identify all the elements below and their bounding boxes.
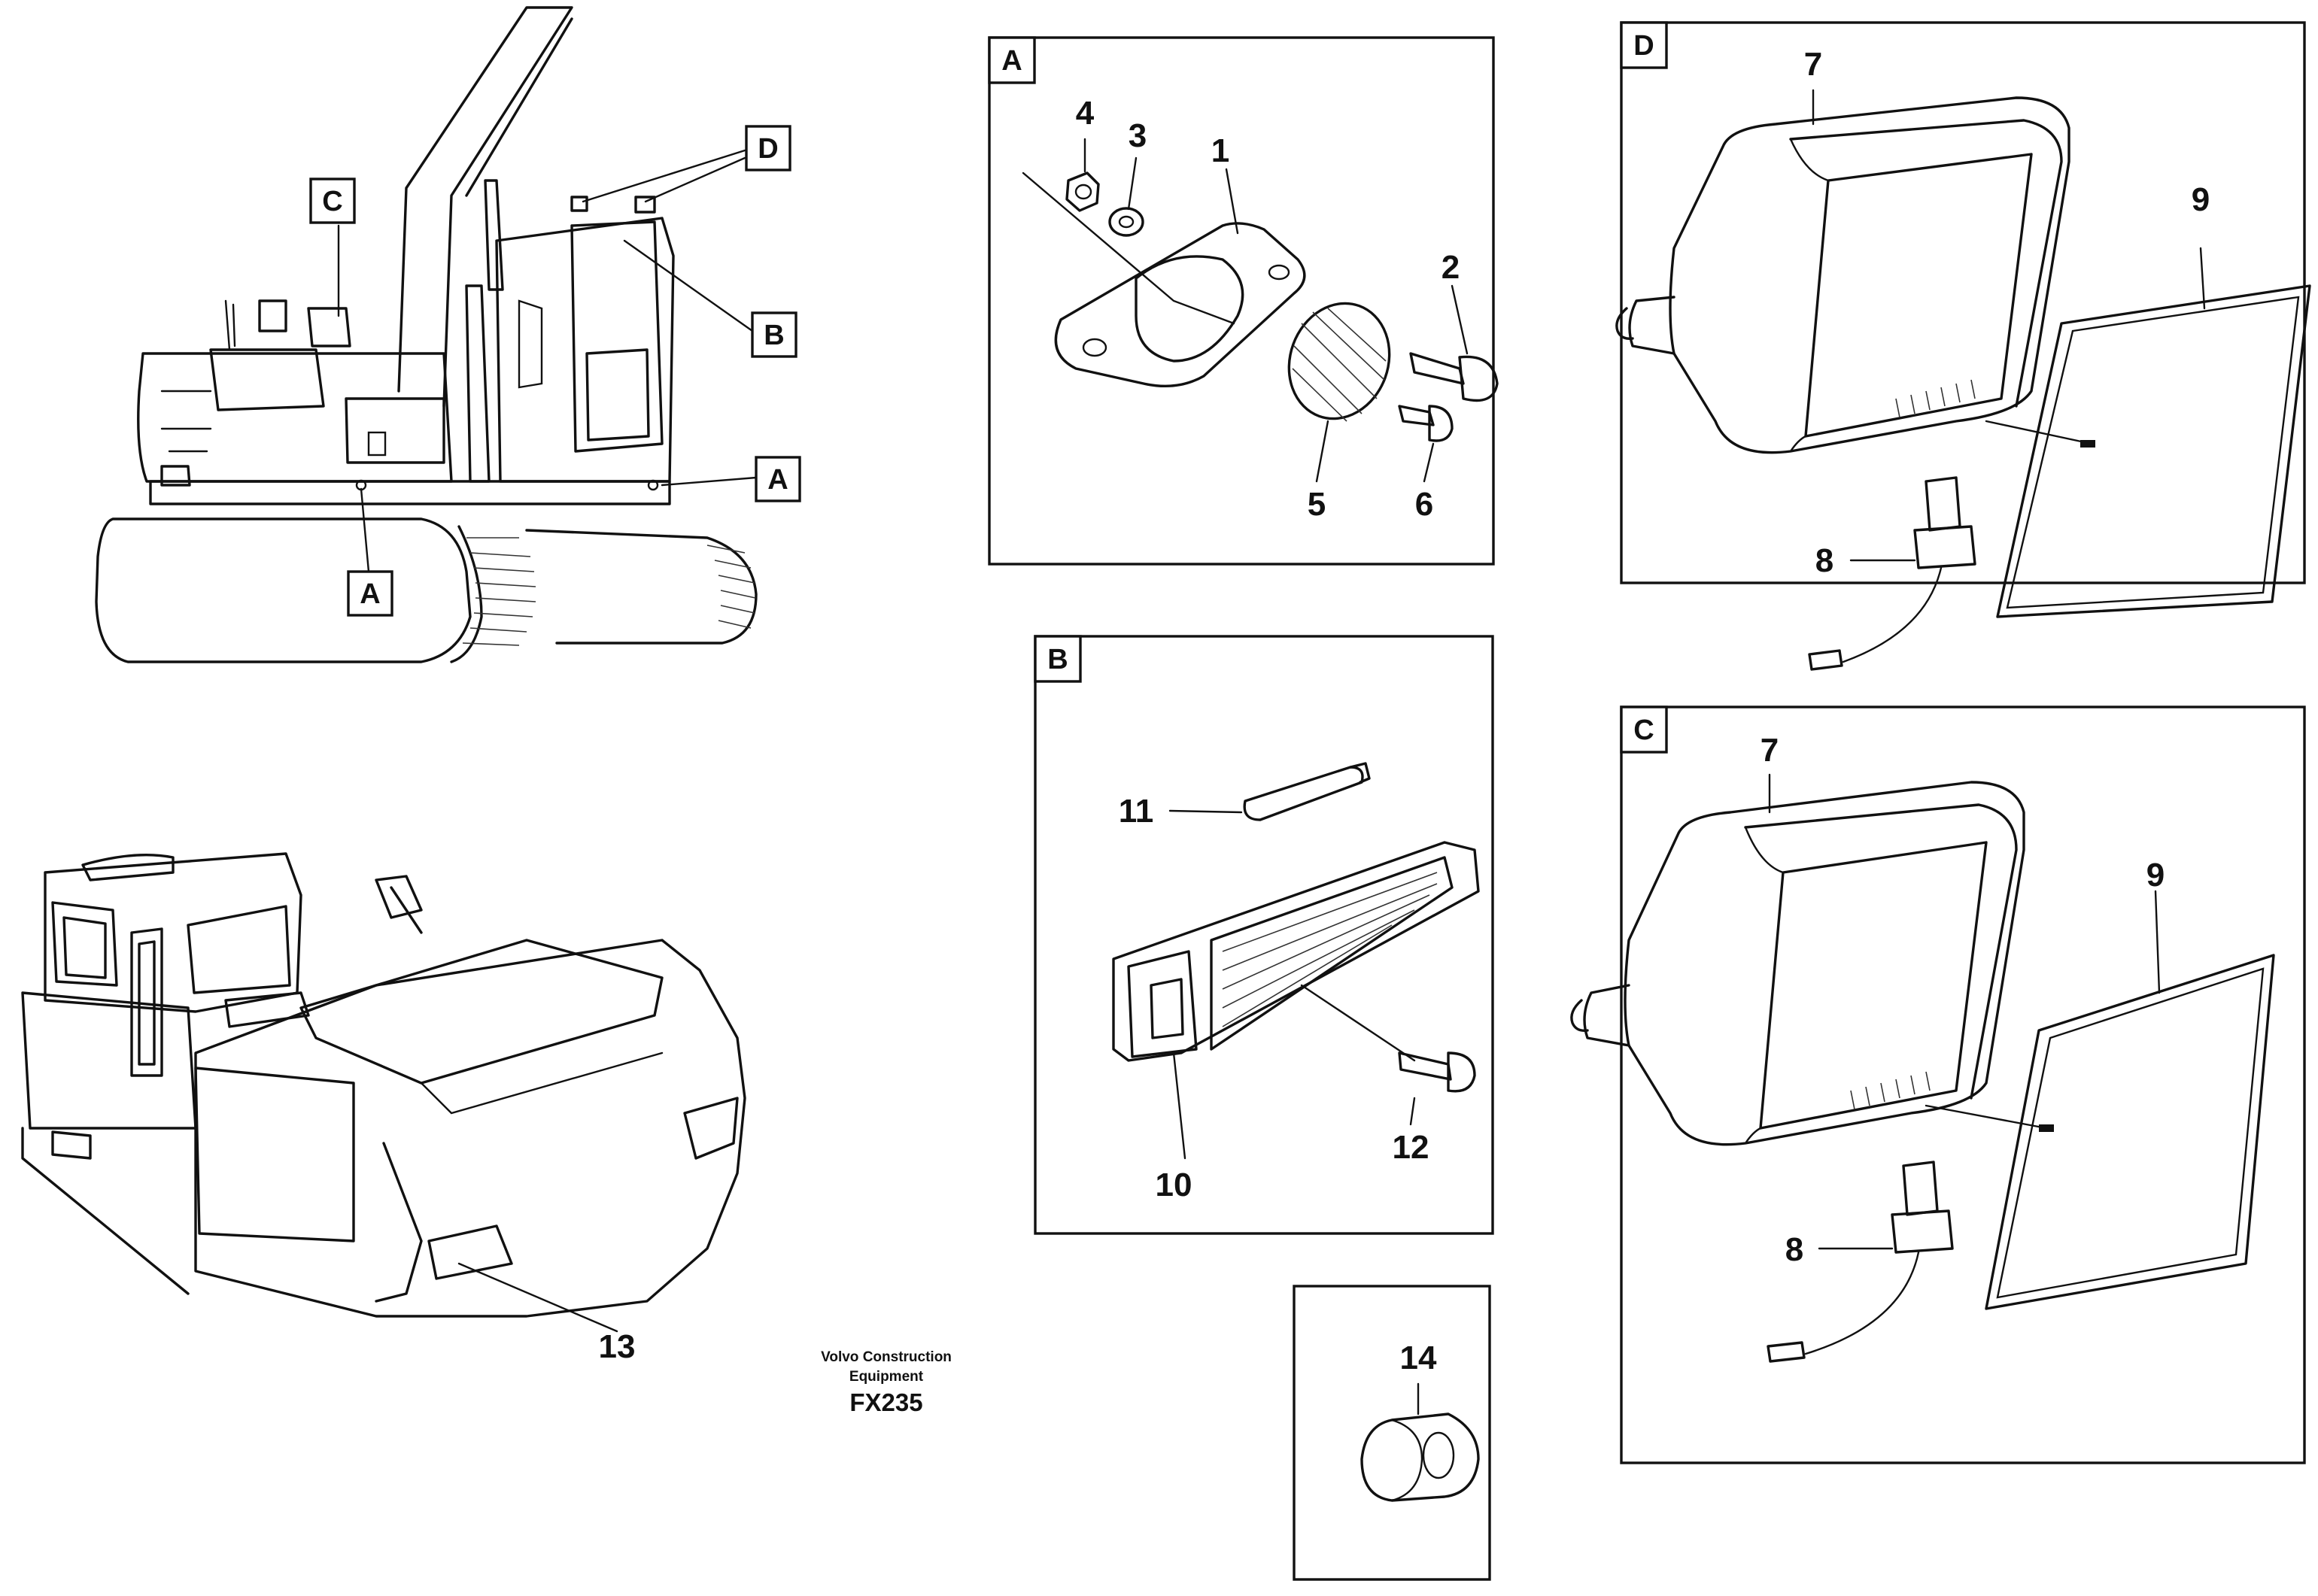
part-label-8: 8 <box>1815 542 1833 579</box>
panel-single: 14 <box>1293 1285 1491 1581</box>
caption-line2: Equipment <box>849 1369 924 1385</box>
callout-d: D <box>758 133 778 165</box>
panel-d: D 7 9 8 <box>1615 21 2311 671</box>
part-label-5: 5 <box>1308 486 1326 523</box>
panel-c-tag: C <box>1633 715 1654 746</box>
part-label-14: 14 <box>1400 1340 1437 1376</box>
panel-d-tag: D <box>1633 30 1654 62</box>
part-label-2: 2 <box>1442 249 1460 286</box>
panel-b: B 11 10 12 <box>1034 635 1494 1235</box>
part-label-6: 6 <box>1415 486 1433 523</box>
part-label-7: 7 <box>1761 732 1779 769</box>
callout-a-lower: A <box>360 578 380 610</box>
part-label-3: 3 <box>1129 117 1147 154</box>
part-label-7: 7 <box>1804 46 1822 83</box>
part-label-8: 8 <box>1785 1231 1803 1268</box>
caption-line1: Volvo Construction <box>821 1349 952 1365</box>
panel-b-tag: B <box>1047 644 1068 675</box>
part-label-4: 4 <box>1076 95 1095 132</box>
part-label-12: 12 <box>1393 1129 1429 1166</box>
callout-a-side: A <box>767 464 788 496</box>
part-label-13: 13 <box>599 1328 636 1365</box>
part-label-1: 1 <box>1211 132 1229 169</box>
part-label-9: 9 <box>2146 857 2165 894</box>
excavator-overview: A A B C D <box>95 6 801 663</box>
part-label-9: 9 <box>2192 181 2210 218</box>
panel-a: A 4 3 1 2 5 6 <box>988 36 1499 566</box>
panel-a-tag: A <box>1001 45 1022 77</box>
part-label-10: 10 <box>1156 1167 1192 1203</box>
part-label-11: 11 <box>1119 793 1154 830</box>
callout-b: B <box>764 320 784 351</box>
panel-c: C 7 9 8 <box>1570 705 2306 1464</box>
caption-code: FX235 <box>849 1388 922 1416</box>
excavator-rear-view: 13 <box>21 852 746 1365</box>
callout-c: C <box>322 186 342 217</box>
diagram-caption: Volvo Construction Equipment FX235 <box>821 1349 952 1416</box>
